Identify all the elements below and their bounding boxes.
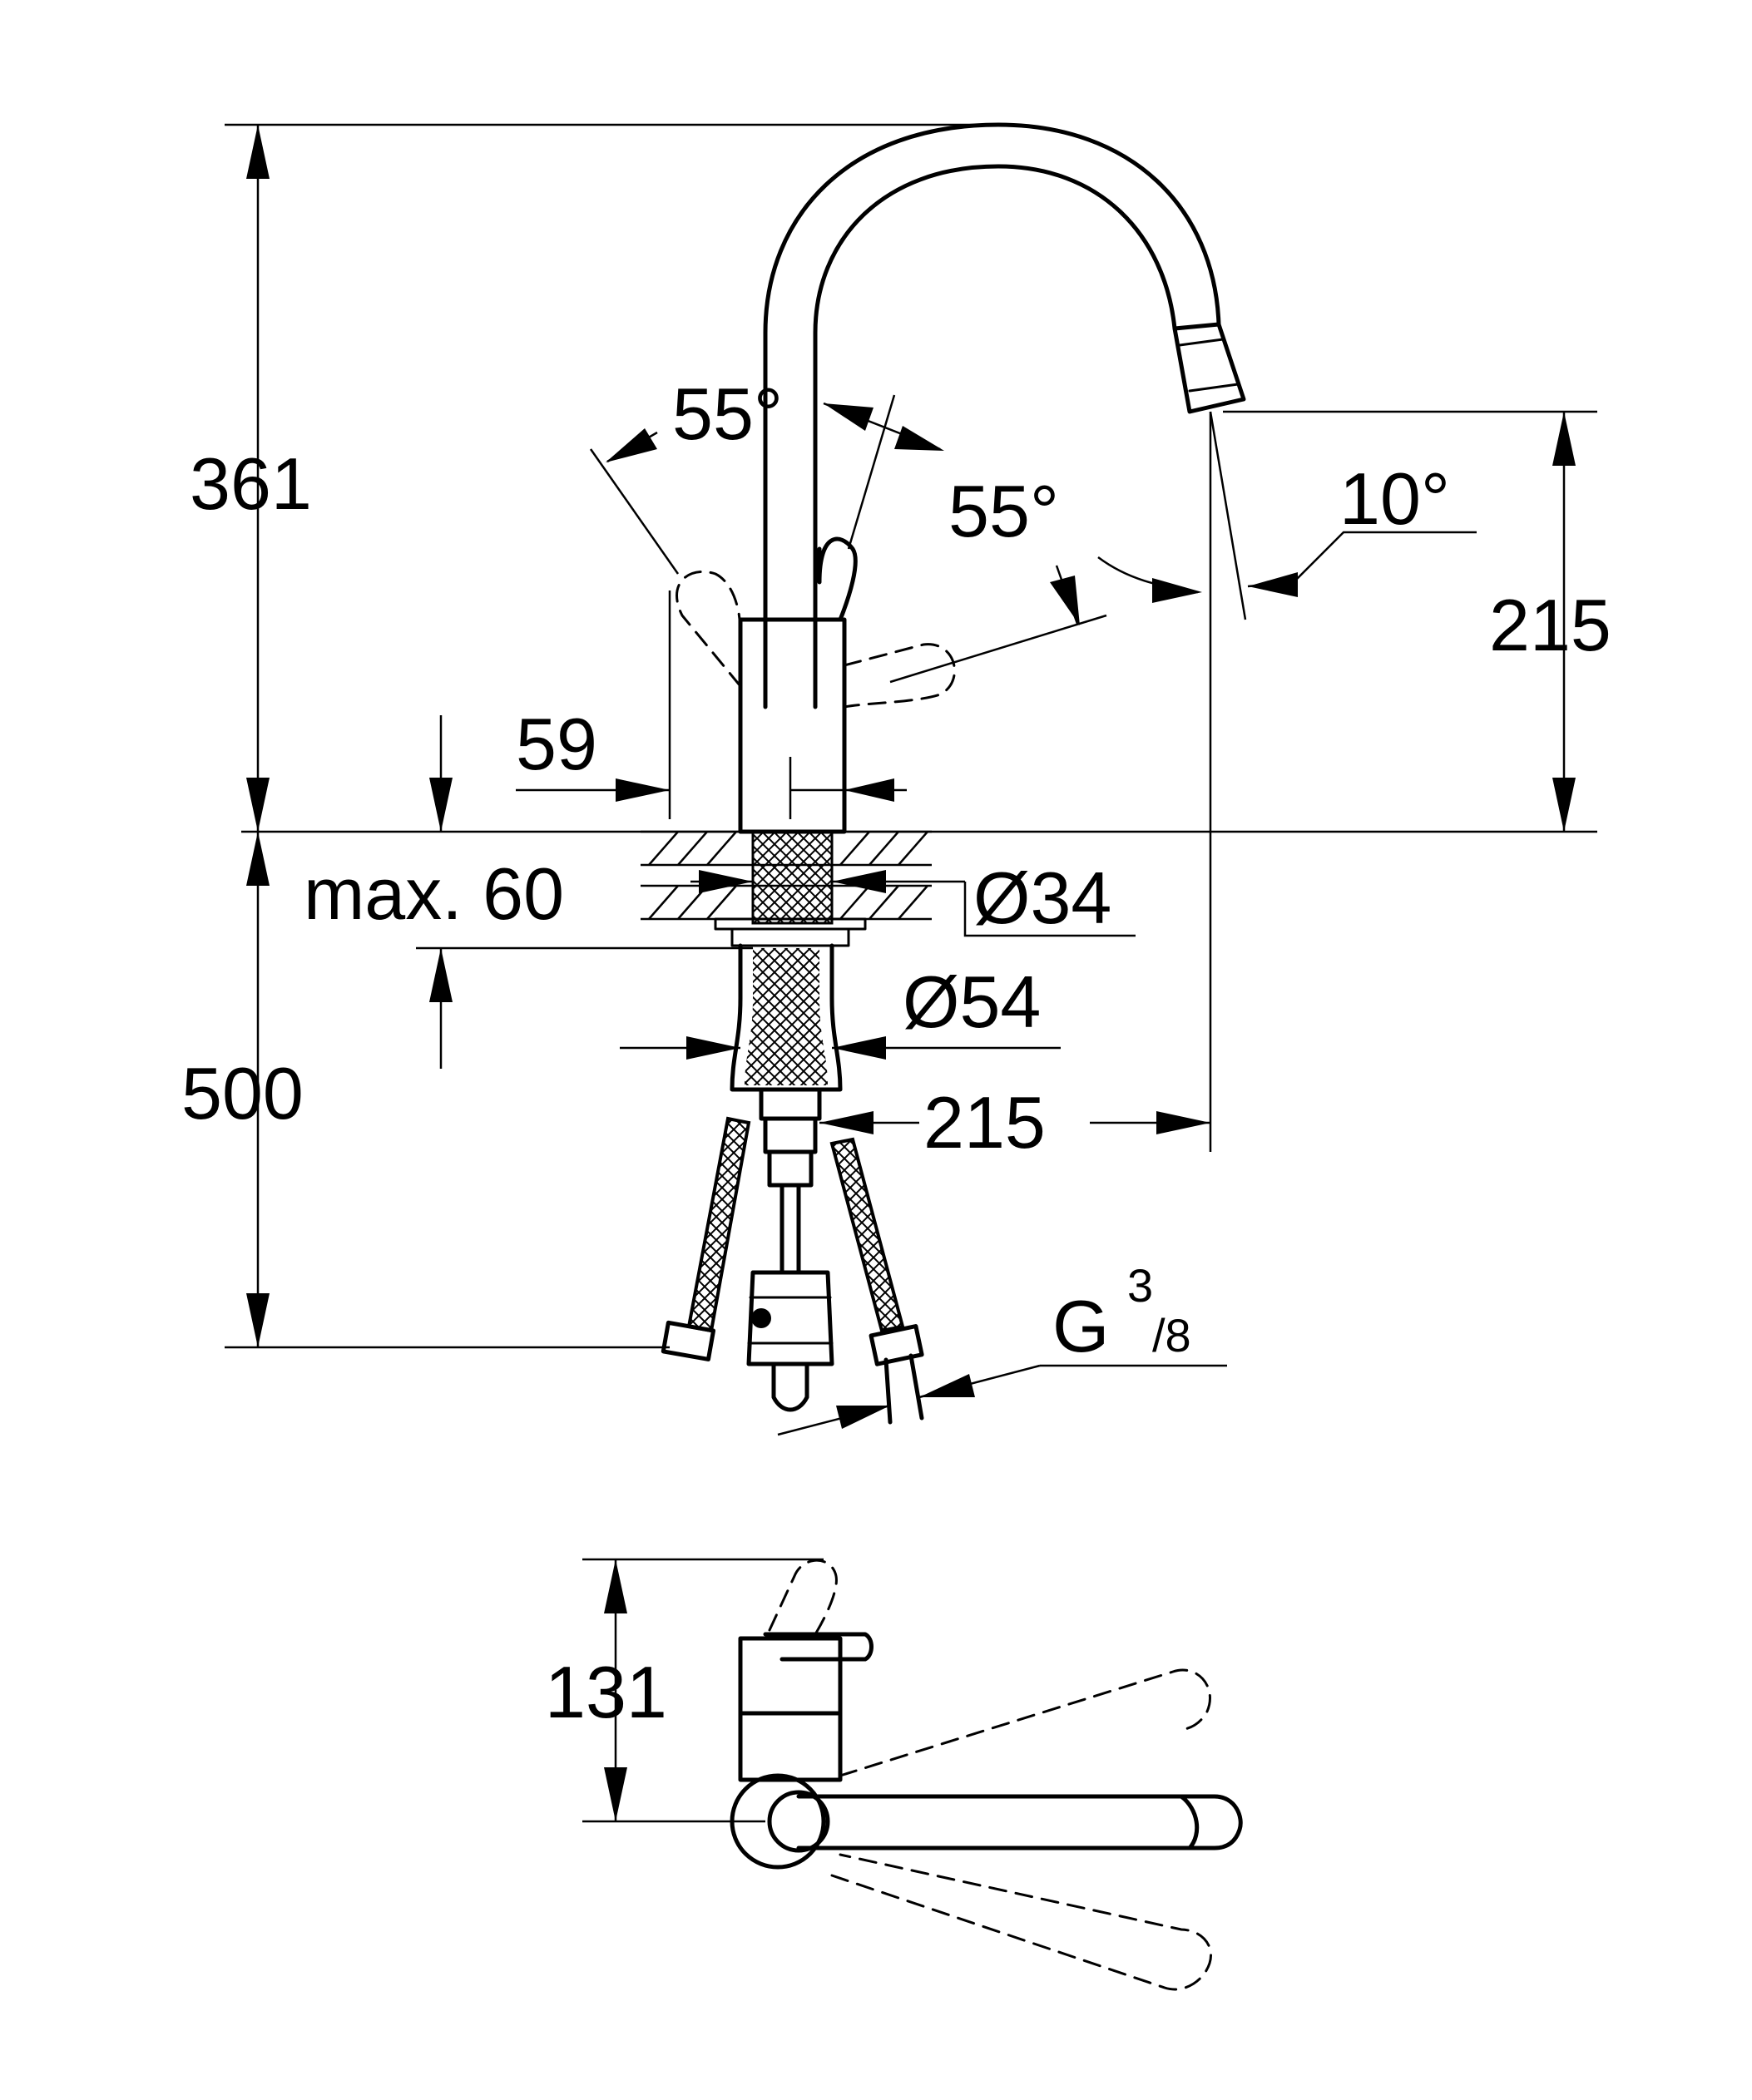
deck-hatching	[648, 831, 928, 920]
label-spout-height: 215	[1489, 584, 1611, 666]
under-deck-assembly	[661, 943, 924, 1425]
spout-inner	[813, 164, 1177, 709]
label-lever-offset: 59	[516, 703, 597, 785]
handle-body	[738, 617, 847, 834]
faucet-plan-view	[582, 1558, 1243, 1991]
lever-right-dashed	[843, 643, 956, 709]
label-hose-length: 500	[181, 1052, 304, 1134]
aerator	[1172, 322, 1246, 414]
dimensions-side	[225, 123, 1597, 1436]
label-thread-num: 3	[1127, 1259, 1153, 1312]
label-thread-den: /8	[1152, 1309, 1191, 1361]
supply-hose-right	[829, 1137, 905, 1333]
lever-upright	[817, 536, 858, 622]
label-thread-main: G	[1052, 1285, 1109, 1367]
plan-base	[730, 1773, 826, 1870]
dimension-labels: 361 55° 55° 10° 215 59 max. 60 Ø34 Ø54 5…	[181, 373, 1611, 1733]
label-height-total: 361	[190, 442, 312, 525]
label-body-diameter: Ø54	[903, 961, 1041, 1043]
lever-left-dashed	[676, 570, 742, 688]
label-plan-depth: 131	[545, 1651, 667, 1733]
threaded-shank	[751, 830, 834, 925]
label-angle-right: 55°	[948, 470, 1059, 552]
label-angle-spout: 10°	[1339, 457, 1450, 540]
label-max-thickness: max. 60	[304, 852, 564, 935]
label-angle-left: 55°	[672, 373, 783, 455]
label-hole-diameter: Ø34	[973, 857, 1111, 939]
supply-hose-left	[686, 1116, 751, 1333]
hose-weight	[746, 1270, 834, 1366]
label-reach: 215	[923, 1081, 1046, 1164]
plan-body	[738, 1636, 843, 1782]
plan-spout	[796, 1794, 1243, 1850]
